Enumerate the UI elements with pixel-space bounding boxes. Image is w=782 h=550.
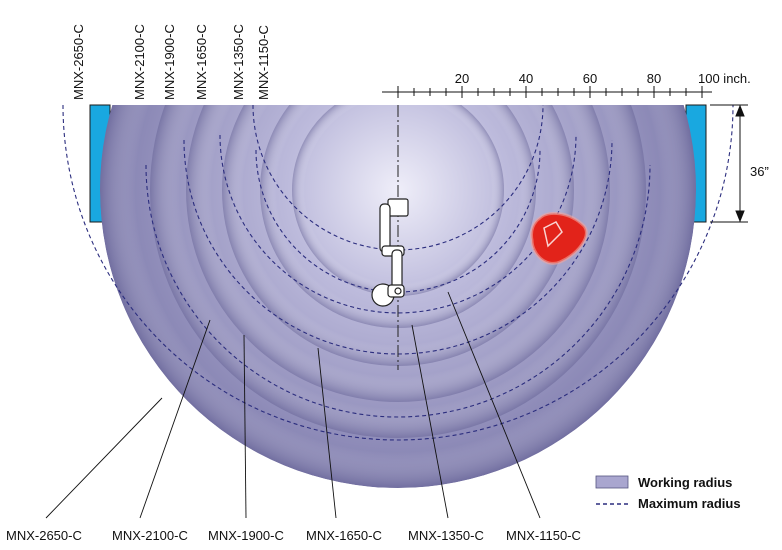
scale-tick-40: 40 [519,71,533,86]
top-label-mnx-2650-c: MNX-2650-C [71,24,86,100]
bottom-label-mnx-2100-c: MNX-2100-C [112,528,188,543]
legend-working-label: Working radius [638,475,732,490]
top-label-mnx-1650-c: MNX-1650-C [194,24,209,100]
scale-tick-20: 20 [455,71,469,86]
robot-arm-icon [371,198,409,307]
legend-working-swatch [595,475,629,489]
bottom-label-mnx-1650-c: MNX-1650-C [306,528,382,543]
working-radius-disc [100,105,696,488]
scale-tick-100: 100 inch. [698,71,751,86]
max-radius-mnx-2100-c [145,164,651,418]
bottom-label-mnx-1350-c: MNX-1350-C [408,528,484,543]
bottom-label-mnx-1900-c: MNX-1900-C [208,528,284,543]
workpiece-icon [530,211,588,265]
legend: Working radius Maximum radius [595,475,741,511]
max-radius-mnx-1350-c [255,149,541,293]
bottom-label-mnx-2650-c: MNX-2650-C [6,528,82,543]
leader-lines [45,291,541,519]
dimension-label: 36” [750,164,769,179]
max-radius-mnx-2650-c [62,104,734,441]
legend-maximum-label: Maximum radius [638,496,741,511]
scale-bar [382,86,712,98]
bottom-label-mnx-1150-c: MNX-1150-C [506,528,581,543]
top-label-mnx-1150-c: MNX-1150-C [256,25,271,100]
top-label-mnx-1350-c: MNX-1350-C [231,24,246,100]
height-dimension [710,104,748,223]
top-label-mnx-1900-c: MNX-1900-C [162,24,177,100]
scale-tick-60: 60 [583,71,597,86]
scale-tick-80: 80 [647,71,661,86]
top-label-mnx-2100-c: MNX-2100-C [132,24,147,100]
